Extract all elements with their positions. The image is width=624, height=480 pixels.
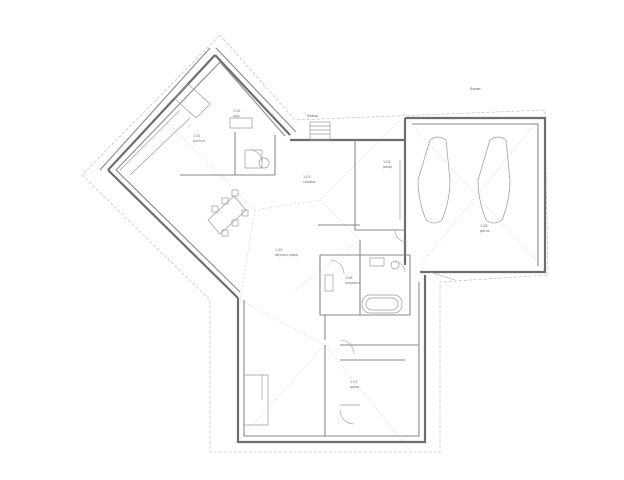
room-4-number: 1.04 — [383, 160, 391, 164]
room-3-name: chodba — [303, 180, 315, 184]
furniture — [119, 83, 511, 426]
room-8-name: garaz — [480, 229, 490, 233]
interior-walls — [180, 132, 419, 436]
room-2-number: 1.02 — [233, 109, 241, 113]
room-2-name: spiz — [233, 114, 240, 118]
roof-outline — [81, 34, 549, 453]
room-1-name: kuchyn — [193, 139, 205, 143]
car-left — [417, 136, 451, 224]
room-4-name: pokoj — [383, 165, 392, 169]
dining-table — [207, 195, 247, 235]
entry-label: Vstup — [307, 113, 318, 118]
labels: Sever Vstup 1.01 kuchyn 1.02 spiz 1.03 c… — [193, 86, 490, 389]
room-6-number: 1.06 — [345, 276, 353, 280]
room-8-number: 1.08 — [480, 224, 488, 228]
room-5-number: 1.05 — [275, 248, 283, 252]
doors — [249, 149, 456, 425]
room-7-number: 1.07 — [350, 380, 358, 384]
room-3-number: 1.03 — [303, 175, 311, 179]
room-1-number: 1.01 — [193, 134, 201, 138]
entry-steps — [309, 121, 331, 141]
car-right — [477, 136, 511, 224]
room-5-name: obyvaci pokoj — [275, 253, 298, 257]
north-label: Sever — [470, 86, 481, 91]
bathtub — [361, 294, 403, 314]
room-6-name: koupelna — [345, 281, 360, 285]
room-7-name: pokoj — [350, 385, 359, 389]
exterior-walls — [99, 47, 547, 444]
